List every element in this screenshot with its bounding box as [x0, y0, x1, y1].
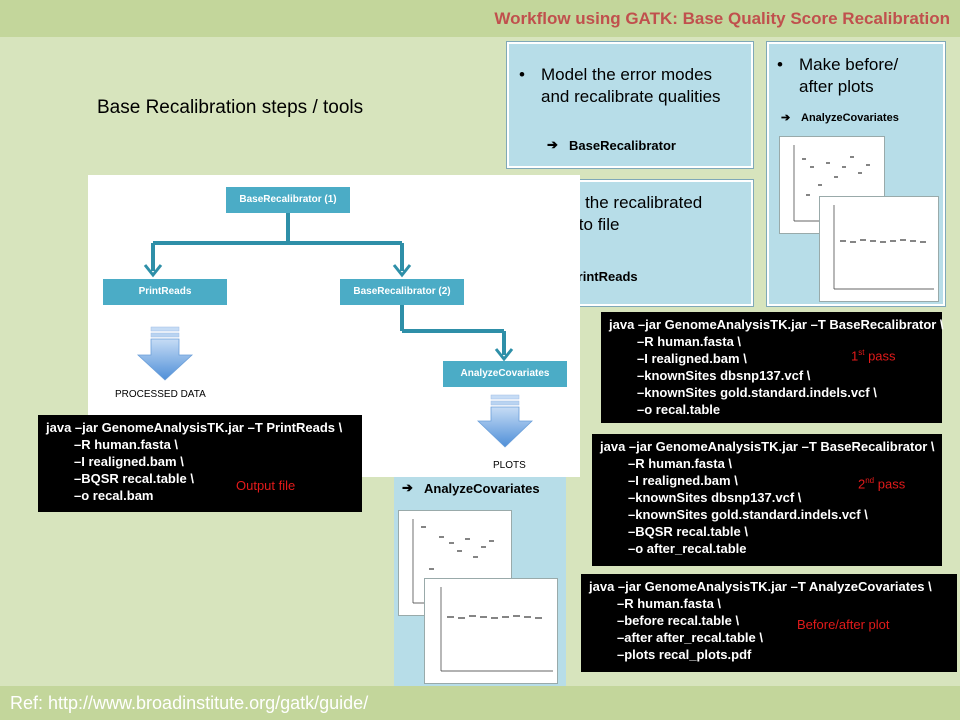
after-plot-thumbnail — [424, 578, 558, 684]
code-line: –R human.fasta \ — [637, 334, 742, 349]
header-bar: Workflow using GATK: Base Quality Score … — [0, 0, 960, 37]
bullet-icon: • — [777, 55, 783, 74]
code-line: –knownSites gold.standard.indels.vcf \ — [637, 385, 877, 400]
code-line: –R human.fasta \ — [617, 596, 722, 611]
code-line: –BQSR recal.table \ — [628, 524, 748, 539]
code-line: –after after_recal.table \ — [617, 630, 763, 645]
panel-analyze-plots: ➔ AnalyzeCovariates — [394, 476, 566, 686]
code-line: –I realigned.bam \ — [74, 454, 184, 469]
code-line: –knownSites dbsnp137.vcf \ — [637, 368, 811, 383]
code-line: –I realigned.bam \ — [628, 473, 738, 488]
panel-make-plots: • Make before/ after plots ➔ AnalyzeCova… — [767, 42, 945, 306]
node-base-recalibrator-1: BaseRecalibrator (1) — [226, 187, 350, 213]
code-line: –R human.fasta \ — [628, 456, 733, 471]
code-analyze: java –jar GenomeAnalysisTK.jar –T Analyz… — [581, 574, 957, 672]
code-line: java –jar GenomeAnalysisTK.jar –T PrintR… — [46, 420, 343, 435]
code-line: java –jar GenomeAnalysisTK.jar –T Analyz… — [589, 579, 932, 594]
panel-write-tool: PrintReads — [569, 269, 638, 284]
before-after-note: Before/after plot — [797, 617, 890, 632]
processed-data-arrow — [136, 326, 194, 381]
arrow-right-icon: ➔ — [781, 112, 791, 124]
slide-subtitle: Base Recalibration steps / tools — [97, 97, 364, 118]
code-line: java –jar GenomeAnalysisTK.jar –T BaseRe… — [600, 439, 935, 454]
code-line: –o after_recal.table — [628, 541, 747, 556]
node-analyze-covariates: AnalyzeCovariates — [443, 361, 567, 387]
panel-write-line1: Write the recalibrated — [541, 193, 703, 212]
panel-model-line1: Model the error modes — [541, 65, 713, 84]
panel-model-tool: BaseRecalibrator — [569, 138, 676, 153]
code-line: –knownSites dbsnp137.vcf \ — [628, 490, 802, 505]
panel-lower-tool: AnalyzeCovariates — [424, 481, 540, 496]
panel-model-line2: and recalibrate qualities — [541, 87, 721, 106]
code-line: –before recal.table \ — [617, 613, 740, 628]
panel-plots-line2: after plots — [799, 77, 874, 96]
arrow-right-icon: ➔ — [402, 480, 413, 495]
after-plot-thumbnail — [819, 196, 939, 302]
first-pass-note: 1st pass — [851, 348, 896, 364]
code-line: java –jar GenomeAnalysisTK.jar –T BaseRe… — [609, 317, 944, 332]
code-line: –R human.fasta \ — [74, 437, 179, 452]
second-pass-note: 2nd pass — [858, 476, 906, 492]
panel-model-errors: • Model the error modes and recalibrate … — [507, 42, 753, 168]
footer-bar: Ref: http://www.broadinstitute.org/gatk/… — [0, 686, 960, 720]
code-line: –o recal.table — [637, 402, 721, 417]
code-line: –o recal.bam — [74, 488, 154, 503]
reference-link[interactable]: Ref: http://www.broadinstitute.org/gatk/… — [10, 693, 369, 713]
node-print-reads: PrintReads — [103, 279, 227, 305]
bullet-icon: • — [519, 65, 525, 84]
panel-plots-line1: Make before/ — [799, 55, 899, 74]
plots-label: PLOTS — [493, 460, 526, 471]
node-base-recalibrator-2: BaseRecalibrator (2) — [340, 279, 464, 305]
processed-data-label: PROCESSED DATA — [115, 389, 206, 400]
plots-arrow — [477, 394, 533, 448]
code-printreads: java –jar GenomeAnalysisTK.jar –T PrintR… — [38, 415, 362, 512]
code-pass2: java –jar GenomeAnalysisTK.jar –T BaseRe… — [592, 434, 942, 566]
arrow-right-icon: ➔ — [547, 137, 558, 152]
code-line: –knownSites gold.standard.indels.vcf \ — [628, 507, 868, 522]
code-pass1: java –jar GenomeAnalysisTK.jar –T BaseRe… — [601, 312, 944, 423]
output-file-note: Output file — [236, 478, 296, 493]
code-line: –plots recal_plots.pdf — [617, 647, 752, 662]
panel-plots-tool: AnalyzeCovariates — [801, 112, 899, 124]
workflow-connectors — [136, 213, 533, 448]
slide-title: Workflow using GATK: Base Quality Score … — [494, 9, 950, 28]
code-line: –BQSR recal.table \ — [74, 471, 194, 486]
code-line: –I realigned.bam \ — [637, 351, 747, 366]
